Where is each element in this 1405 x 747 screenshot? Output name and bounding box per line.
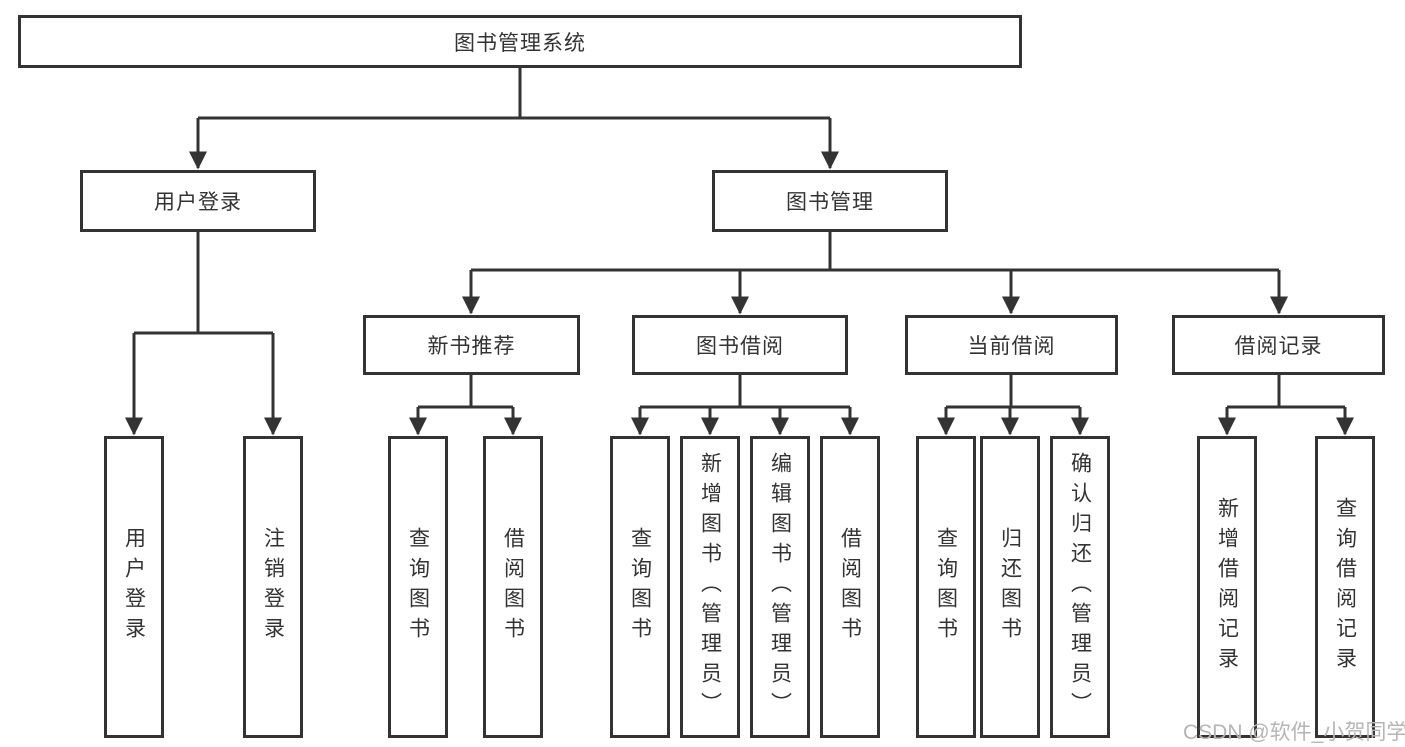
node-label: 查询图书 <box>406 527 430 647</box>
node-user-login: 用户登录 <box>80 170 316 232</box>
leaf-query-books-borrow: 查询图书 <box>610 436 670 738</box>
node-label: 查询图书 <box>628 527 652 647</box>
leaf-borrow-books-recommend: 借阅图书 <box>483 436 543 738</box>
node-book-borrow: 图书借阅 <box>632 315 848 375</box>
node-label: 查询图书 <box>934 527 958 647</box>
node-label: 图书管理 <box>786 191 874 214</box>
node-label: 借阅图书 <box>501 527 525 647</box>
leaf-logout: 注销登录 <box>243 436 303 738</box>
node-label: 归还图书 <box>998 527 1022 647</box>
leaf-query-borrow-record: 查询借阅记录 <box>1315 436 1375 738</box>
node-label: 编辑图书（管理员） <box>768 452 792 722</box>
leaf-query-books-recommend: 查询图书 <box>388 436 448 738</box>
node-label: 注销登录 <box>261 527 285 647</box>
node-label: 确认归还（管理员） <box>1068 452 1092 722</box>
node-label: 用户登录 <box>154 191 242 214</box>
node-label: 借阅图书 <box>838 527 862 647</box>
node-label: 新书推荐 <box>427 335 516 358</box>
node-label: 借阅记录 <box>1234 335 1323 358</box>
leaf-edit-books-admin: 编辑图书（管理员） <box>750 436 810 738</box>
node-library-management-system: 图书管理系统 <box>18 15 1022 68</box>
node-borrow-records: 借阅记录 <box>1172 315 1385 375</box>
node-label: 当前借阅 <box>967 335 1056 358</box>
leaf-user-login: 用户登录 <box>104 436 164 738</box>
node-label: 新增借阅记录 <box>1215 497 1239 677</box>
node-new-book-recommend: 新书推荐 <box>363 315 580 375</box>
leaf-add-borrow-record: 新增借阅记录 <box>1197 436 1257 738</box>
node-book-management: 图书管理 <box>712 170 948 232</box>
node-label: 图书管理系统 <box>454 31 586 55</box>
leaf-add-books-admin: 新增图书（管理员） <box>680 436 740 738</box>
csdn-watermark: CSDN @软件_小贺同学 <box>1183 721 1405 744</box>
node-label: 用户登录 <box>122 527 146 647</box>
leaf-return-books: 归还图书 <box>980 436 1040 738</box>
leaf-query-books-current: 查询图书 <box>916 436 976 738</box>
leaf-borrow-books: 借阅图书 <box>820 436 880 738</box>
node-label: 图书借阅 <box>696 335 784 358</box>
node-label: 新增图书（管理员） <box>698 452 722 722</box>
leaf-confirm-return-admin: 确认归还（管理员） <box>1050 436 1110 738</box>
node-current-borrow: 当前借阅 <box>905 315 1118 375</box>
node-label: 查询借阅记录 <box>1333 497 1357 677</box>
